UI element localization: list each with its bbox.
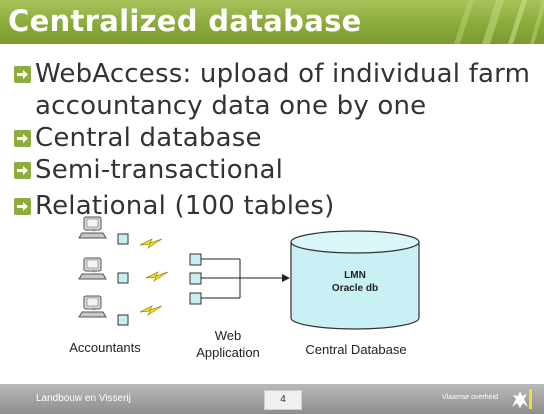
footer-bar: Landbouw en Visserij 4 Vlaamse overheid (0, 384, 544, 414)
web-label: Web (214, 328, 242, 343)
architecture-diagram: LMN Oracle db Accountants Web Applicatio… (0, 200, 544, 380)
central-database-label: Central Database (305, 342, 407, 357)
header-stripes-decoration (454, 0, 544, 44)
lightning-icon (139, 305, 163, 316)
db-name-label: LMN (344, 270, 366, 281)
bullet-item: WebAccess: upload of individual farm acc… (14, 58, 534, 122)
bullet-text: Relational (100 tables) (35, 191, 335, 221)
application-label: Application (196, 345, 260, 360)
lightning-icon (139, 238, 163, 249)
page-number: 4 (264, 390, 302, 410)
bullet-item: Relational (100 tables) (14, 190, 334, 222)
bullet-text: Central database (35, 123, 262, 153)
lightning-icon (145, 271, 169, 282)
flemish-lion-logo-icon (512, 389, 532, 409)
database-cylinder (290, 230, 420, 330)
footer-organization: Landbouw en Visserij (36, 393, 131, 404)
computer-icon (78, 216, 129, 245)
connector-lines (201, 258, 282, 299)
footer-government-text: Vlaamse overheid (441, 394, 498, 401)
computer-icon (78, 257, 129, 284)
bullet-item: Semi-transactional (14, 154, 283, 186)
accountants-label: Accountants (69, 340, 141, 355)
slide-title: Centralized database (8, 4, 362, 38)
server-icon (189, 253, 202, 305)
title-bar: Centralized database (0, 0, 544, 44)
arrow-bullet-icon (14, 198, 31, 215)
arrow-head (282, 274, 290, 282)
arrow-bullet-icon (14, 130, 31, 147)
diagram-svg (78, 216, 420, 330)
computer-icon (78, 295, 129, 326)
arrow-bullet-icon (14, 66, 31, 83)
arrow-bullet-icon (14, 162, 31, 179)
bullet-item: Central database (14, 122, 262, 154)
db-type-label: Oracle db (331, 283, 379, 294)
bullet-text: WebAccess: upload of individual farm acc… (35, 59, 531, 121)
bullet-text: Semi-transactional (35, 155, 284, 185)
